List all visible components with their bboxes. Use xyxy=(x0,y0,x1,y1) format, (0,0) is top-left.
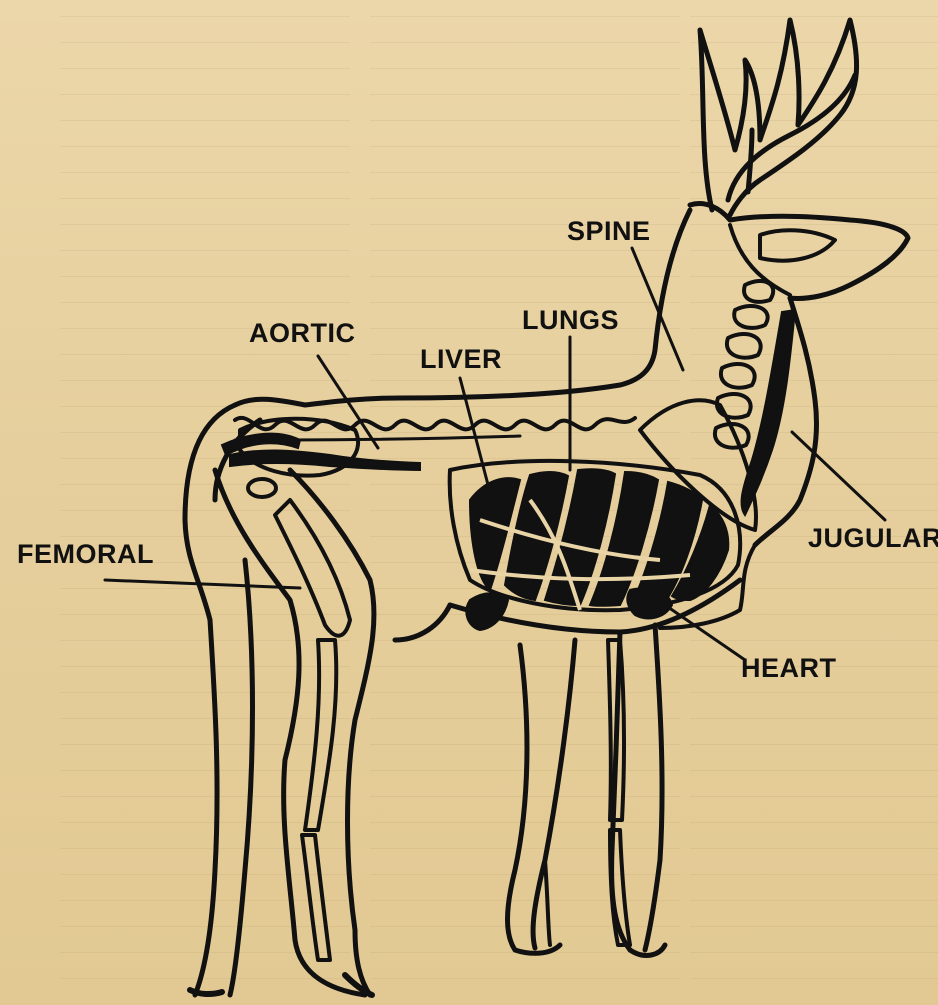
antlers xyxy=(700,20,857,215)
label-spine: SPINE xyxy=(567,218,651,245)
label-heart: HEART xyxy=(741,655,837,682)
rump xyxy=(185,405,235,620)
metatarsal-bone xyxy=(302,835,330,960)
tibia-bone xyxy=(305,640,336,830)
spine-leader-line xyxy=(632,248,683,370)
back-line xyxy=(235,385,620,405)
front-legs xyxy=(508,625,666,955)
label-femoral: FEMORAL xyxy=(17,541,154,568)
liver-fill xyxy=(466,593,508,630)
label-jugular: JUGULAR xyxy=(808,525,938,552)
lungs-fill xyxy=(470,469,728,606)
deer-head xyxy=(690,203,908,298)
label-aortic: AORTIC xyxy=(249,320,356,347)
hind-leg xyxy=(190,470,374,995)
label-liver: LIVER xyxy=(420,346,502,373)
femoral-leader-line xyxy=(105,580,300,588)
femur-bone xyxy=(275,500,350,636)
head-bones xyxy=(760,230,835,260)
label-lungs: LUNGS xyxy=(522,307,619,334)
